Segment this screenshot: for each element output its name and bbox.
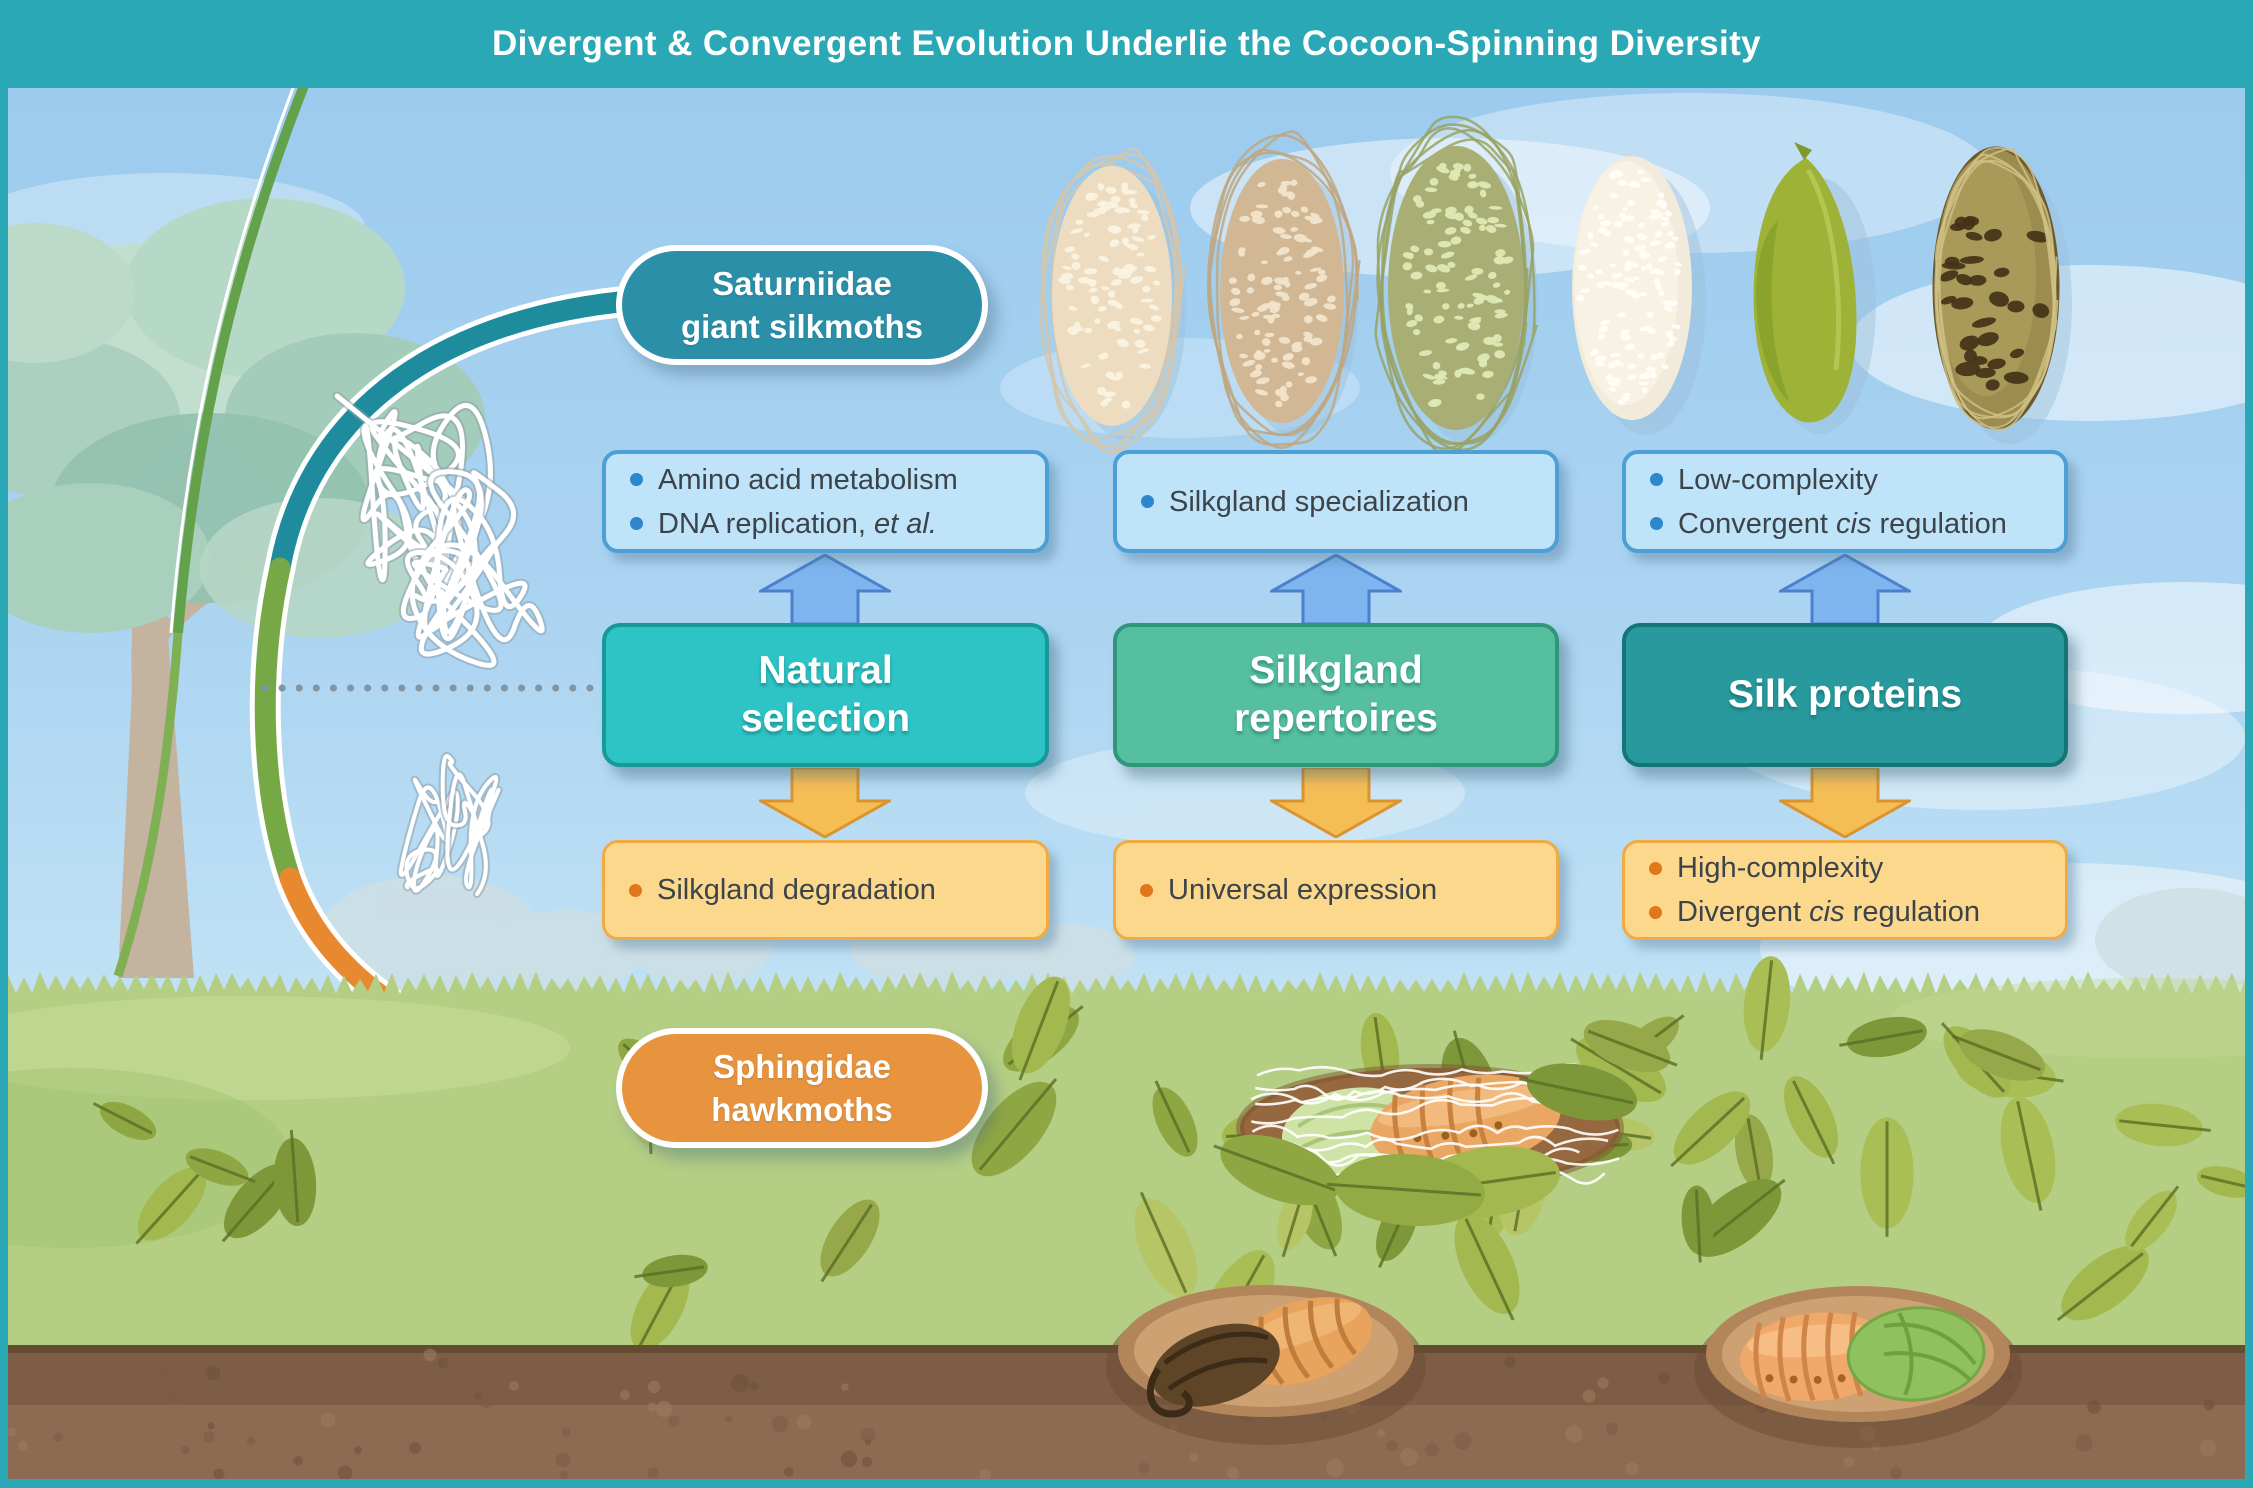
pupa-chamber-right: [1694, 1286, 2022, 1448]
up-arrow-icon: [1779, 554, 1911, 624]
silkgland-repertoires-line2: repertoires: [1234, 697, 1438, 740]
title-bar: Divergent & Convergent Evolution Underli…: [0, 0, 2253, 88]
natural-selection-lower-box: Silkgland degradation: [602, 840, 1049, 940]
natural-selection-box: Natural selection: [602, 623, 1049, 767]
bullet-item: Divergent cis regulation: [1649, 892, 2049, 932]
bullet-dot: [1649, 905, 1662, 919]
bullet-item: Convergent cis regulation: [1650, 504, 2048, 544]
bullet-dot: [1140, 883, 1153, 897]
cocoon-olive-silk: [1374, 115, 1538, 456]
silk-proteins-line1: Silk proteins: [1727, 673, 1963, 716]
up-arrow-icon: [1270, 554, 1402, 624]
silk-proteins-box: Silk proteins: [1622, 623, 2068, 767]
silkgland-repertoires-box: Silkgland repertoires: [1113, 623, 1559, 767]
silkgland-repertoires-line1: Silkgland: [1249, 649, 1423, 692]
bullet-item: Universal expression: [1140, 870, 1540, 910]
sphingidae-label: Sphingidae hawkmoths: [616, 1028, 988, 1148]
bullet-dot: [630, 473, 643, 486]
cocoon-white-sealed: [1572, 156, 1706, 435]
down-arrow-icon: [1270, 768, 1402, 838]
scene: Saturniidae giant silkmoths Sphingidae h…: [0, 88, 2253, 1488]
natural-selection-line1: Natural: [758, 649, 893, 692]
up-arrow-icon: [759, 554, 891, 624]
bullet-dot: [1649, 861, 1662, 875]
silkgland-repertoires-lower-box: Universal expression: [1113, 840, 1559, 940]
frame-edge: [0, 1479, 2253, 1488]
silkgland-repertoires-upper-box: Silkgland specialization: [1113, 450, 1559, 553]
bullet-dot: [1650, 517, 1663, 530]
grass: [0, 971, 2253, 1350]
cocoon-row: [1039, 115, 2072, 456]
silk-protein-strands: [396, 751, 503, 898]
bullet-item: Low-complexity: [1650, 460, 2048, 500]
cocoon-brown-lattice: [1932, 146, 2072, 444]
frame-edge: [2245, 0, 2253, 1488]
bullet-dot: [629, 883, 642, 897]
pupa-chamber-left: [1106, 1285, 1426, 1445]
surface-webbed-pupa: [1213, 1063, 1638, 1227]
bullet-dot: [1141, 495, 1154, 508]
plant-blade-icon: [113, 88, 309, 978]
sphingidae-line2: hawkmoths: [711, 1091, 893, 1128]
down-arrow-icon: [759, 768, 891, 838]
bullet-item: Silkgland degradation: [629, 870, 1030, 910]
saturniidae-label: Saturniidae giant silkmoths: [616, 245, 988, 365]
sphingidae-line1: Sphingidae: [713, 1048, 891, 1085]
down-arrow-icon: [1779, 768, 1911, 838]
bullet-item: DNA replication, et al.: [630, 504, 1029, 544]
bullet-dot: [630, 517, 643, 530]
saturniidae-line1: Saturniidae: [712, 265, 892, 302]
cocoon-green-leaf: [1753, 142, 1876, 434]
cocoon-tan-silk: [1206, 130, 1361, 449]
silk-protein-tangle: [332, 391, 547, 670]
bullet-item: Amino acid metabolism: [630, 460, 1029, 500]
frame-edge: [0, 0, 8, 1488]
cocoon-cream-silk: [1039, 146, 1186, 454]
bullet-dot: [1650, 473, 1663, 486]
bullet-item: High-complexity: [1649, 848, 2049, 888]
saturniidae-line2: giant silkmoths: [680, 308, 924, 345]
natural-selection-line2: selection: [740, 697, 911, 740]
background-illustration: [0, 88, 2253, 1488]
bullet-item: Silkgland specialization: [1141, 482, 1539, 522]
page-title: Divergent & Convergent Evolution Underli…: [491, 24, 1762, 63]
